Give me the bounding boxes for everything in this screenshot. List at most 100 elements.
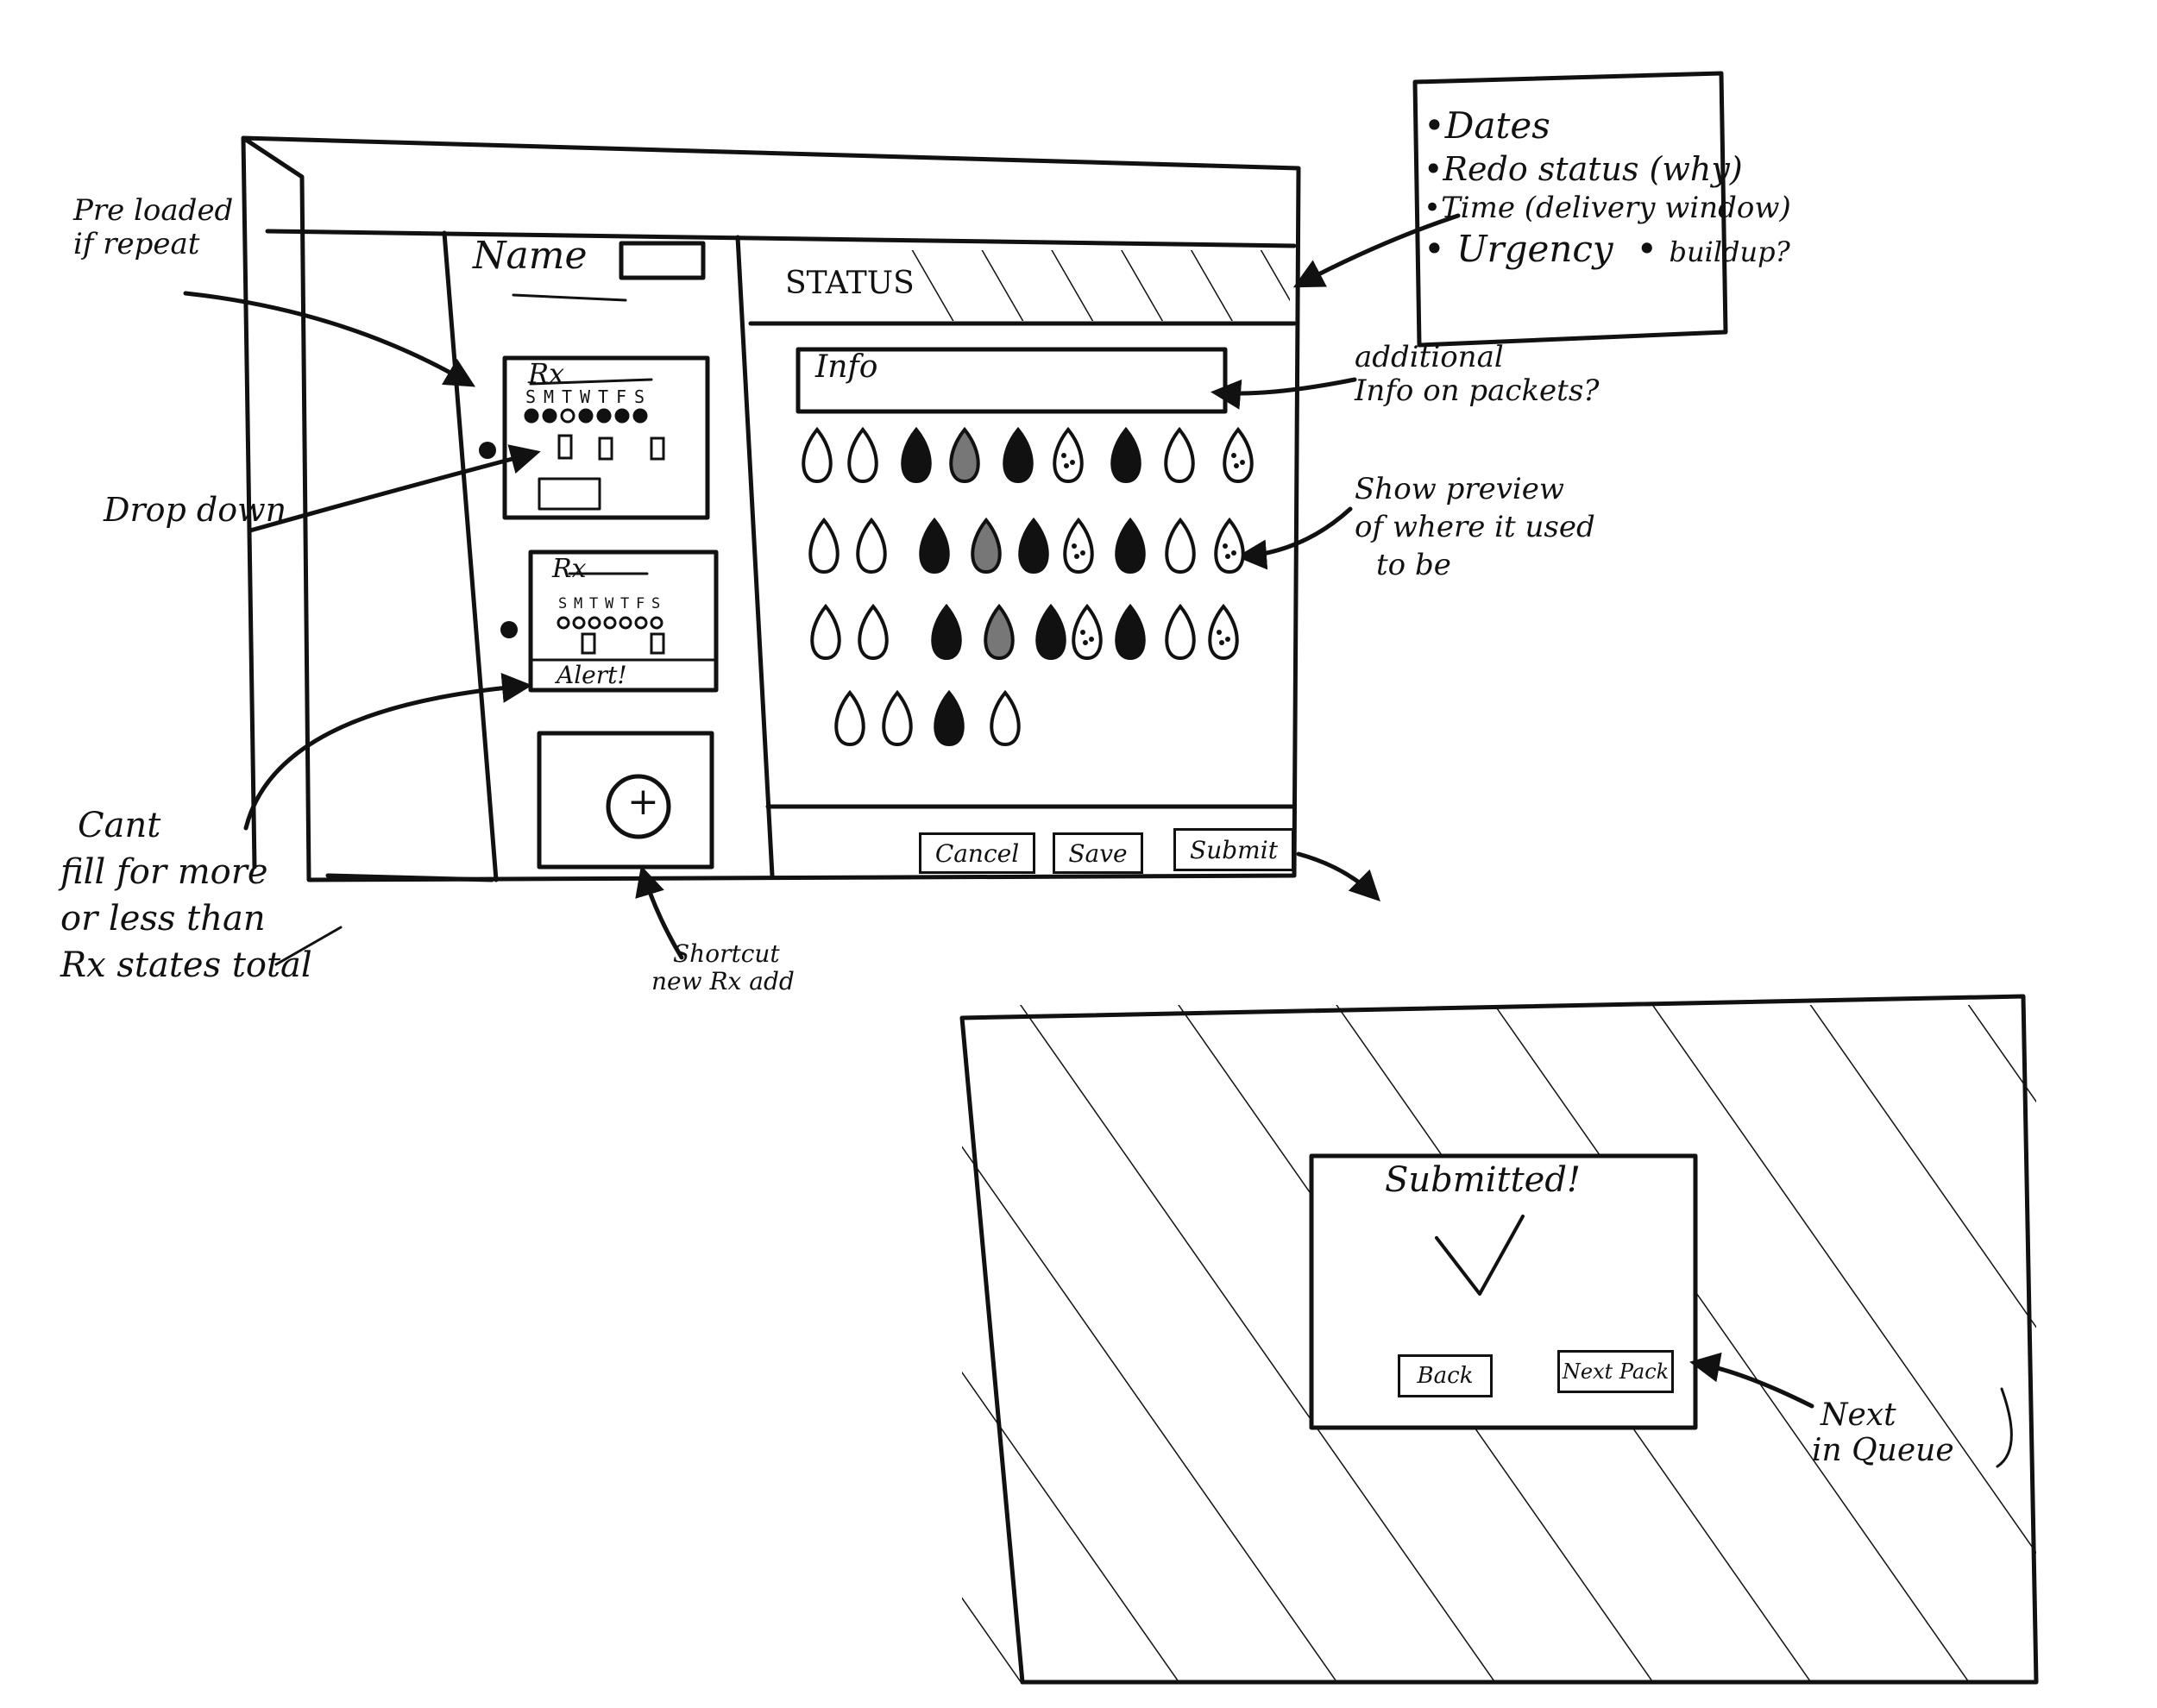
annotation-additional-info-line2: Info on packets? xyxy=(1355,374,1600,409)
packet-slot[interactable] xyxy=(1208,603,1239,661)
rx-card-1-day-1[interactable]: M xyxy=(544,386,555,407)
packet-dot xyxy=(1217,630,1222,635)
add-circle xyxy=(606,774,671,839)
packet-slot[interactable] xyxy=(1164,426,1195,484)
annotation-cant-fill-line3: or less than xyxy=(60,899,266,939)
next-pack-button[interactable]: Next Pack xyxy=(1557,1350,1674,1393)
packet-dot xyxy=(1223,543,1228,549)
packet-dot xyxy=(1225,637,1230,642)
card-selector-dots xyxy=(479,442,518,638)
packet-slot[interactable] xyxy=(1063,517,1094,575)
annotation-cant-fill-line1: Cant xyxy=(78,806,161,845)
note-redo-status: Redo status (why) xyxy=(1424,149,1791,191)
status-label: STATUS xyxy=(785,266,915,301)
note-urgency-text: Urgency xyxy=(1456,227,1613,270)
rx-card-1-day-3[interactable]: W xyxy=(580,386,591,407)
rx-card-2-day-2[interactable]: T xyxy=(589,595,599,612)
info-label[interactable]: Info xyxy=(815,349,878,385)
annotation-preview-line3: to be xyxy=(1376,548,1451,583)
annotation-preview-line2: of where it used xyxy=(1355,510,1595,545)
rx-day-dots xyxy=(524,408,663,630)
packet-slot[interactable] xyxy=(934,689,965,747)
packet-slot[interactable] xyxy=(810,603,841,661)
packet-dot xyxy=(1070,460,1075,465)
annotation-shortcut: Shortcut new Rx add xyxy=(651,939,795,995)
packet-dot xyxy=(1080,630,1085,635)
cancel-button[interactable]: Cancel xyxy=(919,832,1035,874)
rx-card-2-day-5[interactable]: F xyxy=(636,595,645,612)
packet-slot[interactable] xyxy=(1214,517,1245,575)
packet-slot[interactable] xyxy=(931,603,962,661)
rx-card-1-day-2[interactable]: T xyxy=(562,386,573,407)
packet-slot[interactable] xyxy=(949,426,980,484)
rx-card-2-alert: Alert! xyxy=(557,661,627,689)
rx-card-2-title[interactable]: Rx xyxy=(552,554,587,584)
submit-button[interactable]: Submit xyxy=(1173,828,1294,871)
annotation-cant-fill: Cant fill for more or less than Rx state… xyxy=(60,802,312,989)
packet-slot[interactable] xyxy=(858,603,889,661)
confirm-title: Submitted! xyxy=(1385,1160,1581,1200)
packet-slot[interactable] xyxy=(901,426,932,484)
packet-dot xyxy=(1080,550,1085,556)
packet-slot[interactable] xyxy=(882,689,913,747)
packet-dot xyxy=(1083,640,1088,645)
packet-grid xyxy=(802,426,1254,747)
packet-slot[interactable] xyxy=(971,517,1002,575)
packet-slot[interactable] xyxy=(1035,603,1066,661)
annotation-next-line2: in Queue xyxy=(1812,1433,1954,1469)
packet-dot xyxy=(1240,460,1245,465)
packet-slot[interactable] xyxy=(808,517,840,575)
rx-card-1-day-5[interactable]: F xyxy=(616,386,627,407)
packet-slot[interactable] xyxy=(919,517,950,575)
packet-slot[interactable] xyxy=(1115,517,1146,575)
packet-slot[interactable] xyxy=(984,603,1015,661)
back-button[interactable]: Back xyxy=(1398,1354,1493,1397)
add-card-outline xyxy=(537,731,714,870)
packet-dot xyxy=(1234,463,1239,468)
packet-slot[interactable] xyxy=(1165,603,1196,661)
packet-slot[interactable] xyxy=(1115,603,1146,661)
annotation-next-line1: Next xyxy=(1821,1397,1896,1433)
packet-slot[interactable] xyxy=(1018,517,1049,575)
packet-slot[interactable] xyxy=(834,689,865,747)
rx-card-1-day-0[interactable]: S xyxy=(525,386,537,407)
packet-dot xyxy=(1072,543,1077,549)
packet-dot xyxy=(1231,453,1236,458)
main-window-frame xyxy=(241,135,1301,882)
rx-card-2-day-4[interactable]: T xyxy=(620,595,630,612)
rx-card-1-title[interactable]: Rx xyxy=(528,357,565,390)
packet-slot[interactable] xyxy=(1053,426,1084,484)
rx-card-2-day-3[interactable]: W xyxy=(605,595,614,612)
annotation-preloaded: Pre loaded if repeat xyxy=(73,193,234,261)
name-label: Name xyxy=(473,234,588,278)
packet-slot[interactable] xyxy=(1003,426,1034,484)
packet-slot[interactable] xyxy=(1223,426,1254,484)
rx-card-1-day-6[interactable]: S xyxy=(634,386,645,407)
packet-slot[interactable] xyxy=(802,426,833,484)
annotation-preview: Show preview of where it used to be xyxy=(1355,470,1595,585)
save-button[interactable]: Save xyxy=(1053,832,1143,874)
annotation-preview-line1: Show preview xyxy=(1355,472,1565,506)
checkmark-icon xyxy=(1435,1215,1525,1296)
packet-slot[interactable] xyxy=(847,426,878,484)
title-bar-divider xyxy=(265,229,1297,248)
plus-icon[interactable]: + xyxy=(627,780,659,824)
rx-card-2-day-6[interactable]: S xyxy=(651,595,661,612)
rx-card-2-day-0[interactable]: S xyxy=(558,595,568,612)
packet-slot[interactable] xyxy=(990,689,1021,747)
packet-dot xyxy=(1219,640,1224,645)
rx-card-2-day-1[interactable]: M xyxy=(574,595,583,612)
packet-dot xyxy=(1074,554,1079,559)
packet-slot[interactable] xyxy=(1110,426,1141,484)
rx-card-1-outline xyxy=(502,355,710,520)
annotation-cant-fill-line4: Rx states total xyxy=(60,945,312,985)
annotation-preloaded-line1: Pre loaded xyxy=(73,193,234,228)
rx-card-1-day-4[interactable]: T xyxy=(598,386,609,407)
packet-slot[interactable] xyxy=(856,517,887,575)
packet-slot[interactable] xyxy=(1165,517,1196,575)
note-urgency: Urgency • buildup? xyxy=(1424,227,1791,273)
note-buildup: buildup? xyxy=(1669,235,1790,268)
packet-slot[interactable] xyxy=(1072,603,1103,661)
dropdown-markers xyxy=(557,434,665,655)
note-dates: Dates xyxy=(1424,104,1791,149)
